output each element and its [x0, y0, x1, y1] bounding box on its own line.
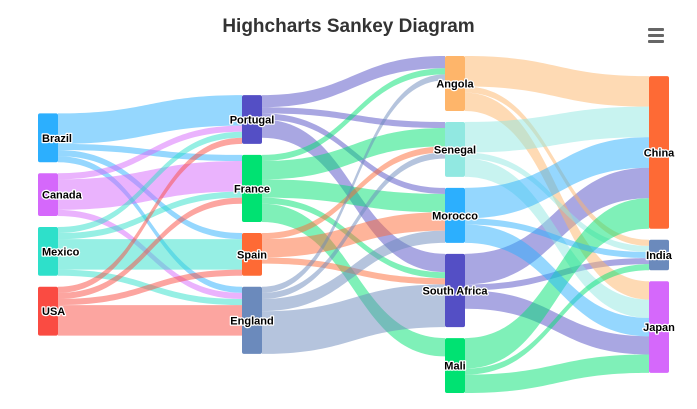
node-canada[interactable]: [38, 173, 58, 216]
link-england-south-africa[interactable]: [262, 284, 445, 354]
links-layer: [58, 56, 649, 393]
link-england-morocco[interactable]: [262, 230, 445, 312]
link-canada-france[interactable]: [58, 161, 242, 210]
node-france[interactable]: [242, 154, 262, 223]
link-canada-portugal[interactable]: [58, 125, 242, 180]
link-usa-england[interactable]: [58, 305, 242, 336]
node-label-india: India: [646, 250, 673, 262]
link-usa-france[interactable]: [58, 197, 242, 299]
link-england-senegal[interactable]: [262, 152, 445, 299]
node-label-france: France: [234, 183, 270, 195]
link-spain-morocco[interactable]: [262, 212, 445, 258]
link-france-angola[interactable]: [262, 68, 445, 162]
node-label-mexico: Mexico: [42, 246, 80, 258]
link-brazil-portugal[interactable]: [58, 95, 242, 144]
node-portugal[interactable]: [242, 95, 262, 144]
node-label-canada: Canada: [42, 190, 83, 202]
link-usa-spain[interactable]: [58, 269, 242, 306]
link-france-morocco[interactable]: [262, 179, 445, 213]
link-portugal-angola[interactable]: [262, 56, 445, 108]
node-label-mali: Mali: [444, 361, 465, 373]
link-senegal-china[interactable]: [465, 106, 649, 153]
node-label-usa: USA: [42, 306, 65, 318]
nodes-layer: [38, 56, 669, 393]
node-india[interactable]: [649, 239, 669, 271]
node-south-africa[interactable]: [445, 253, 465, 328]
node-label-angola: Angola: [436, 78, 474, 90]
link-angola-japan[interactable]: [465, 92, 649, 300]
node-label-england: England: [230, 315, 273, 327]
link-france-senegal[interactable]: [262, 128, 445, 180]
link-brazil-england[interactable]: [58, 156, 242, 293]
node-label-morocco: Morocco: [432, 210, 478, 222]
node-japan[interactable]: [649, 281, 669, 373]
node-label-china: China: [644, 147, 675, 159]
node-label-south-africa: South Africa: [423, 285, 489, 297]
node-morocco[interactable]: [445, 187, 465, 243]
link-usa-portugal[interactable]: [58, 137, 242, 293]
node-label-spain: Spain: [237, 249, 267, 261]
node-usa[interactable]: [38, 286, 58, 336]
node-england[interactable]: [242, 286, 262, 354]
node-label-senegal: Senegal: [434, 144, 476, 156]
chart-title: Highcharts Sankey Diagram: [222, 16, 475, 37]
link-senegal-india[interactable]: [465, 152, 649, 252]
link-morocco-india[interactable]: [465, 218, 649, 259]
node-label-japan: Japan: [643, 322, 675, 334]
link-morocco-japan[interactable]: [465, 224, 649, 337]
node-china[interactable]: [649, 76, 669, 229]
hamburger-menu-icon[interactable]: [643, 24, 669, 46]
node-mexico[interactable]: [38, 226, 58, 276]
node-mali[interactable]: [445, 338, 465, 393]
link-mexico-portugal[interactable]: [58, 131, 242, 234]
link-angola-china[interactable]: [465, 56, 649, 107]
link-spain-senegal[interactable]: [262, 146, 445, 240]
link-morocco-china[interactable]: [465, 137, 649, 219]
node-senegal[interactable]: [445, 121, 465, 177]
node-angola[interactable]: [445, 56, 465, 111]
link-mali-india[interactable]: [465, 264, 649, 375]
node-spain[interactable]: [242, 233, 262, 276]
link-south-africa-china[interactable]: [465, 167, 649, 285]
link-mali-japan[interactable]: [465, 354, 649, 393]
node-brazil[interactable]: [38, 113, 58, 163]
node-label-portugal: Portugal: [230, 114, 275, 126]
link-france-mali[interactable]: [262, 203, 445, 357]
link-england-angola[interactable]: [262, 74, 445, 293]
link-mexico-spain[interactable]: [58, 239, 242, 270]
node-label-brazil: Brazil: [42, 133, 72, 145]
